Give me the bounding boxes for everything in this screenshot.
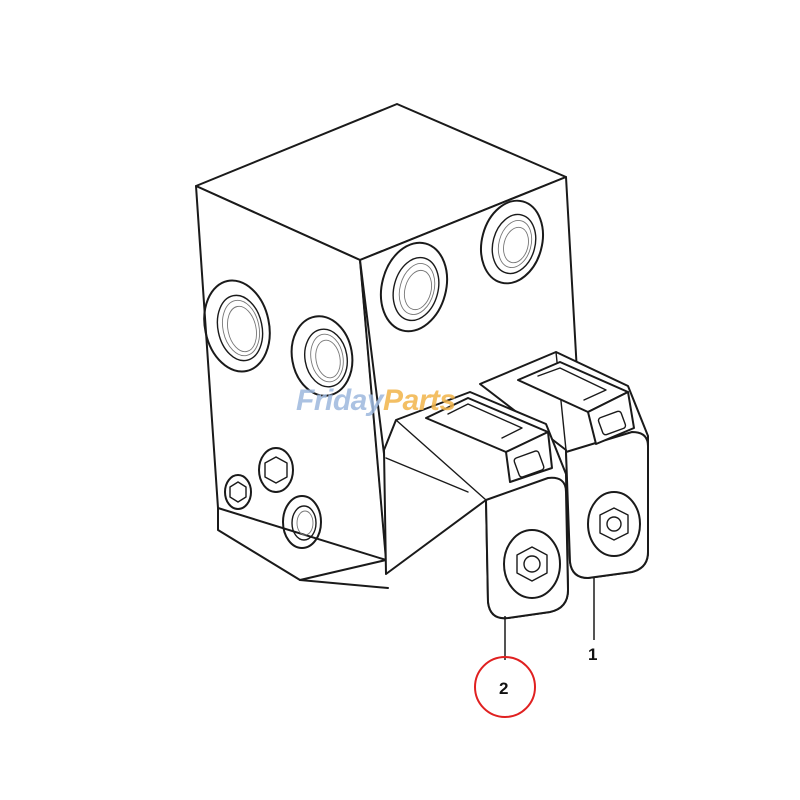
- hex-plug-medium: [258, 447, 294, 493]
- threaded-plug: [282, 495, 322, 549]
- callout-1-label: 1: [588, 645, 597, 664]
- solenoid-1: [479, 351, 649, 579]
- port-right-left: [379, 241, 449, 333]
- callout-2-highlight-ring: [474, 656, 536, 718]
- callout-2-label: 2: [499, 679, 508, 698]
- watermark-part2: Parts: [383, 384, 456, 417]
- port-left-lower: [290, 315, 354, 397]
- hex-plug-small: [224, 474, 252, 510]
- callout-1: 1: [588, 578, 597, 664]
- watermark: FridayParts: [296, 384, 456, 417]
- watermark-part1: Friday: [296, 384, 385, 417]
- solenoid-2: [383, 391, 569, 620]
- port-right-right: [480, 199, 544, 285]
- callout-2: 2: [474, 616, 536, 718]
- port-left-upper: [203, 279, 271, 373]
